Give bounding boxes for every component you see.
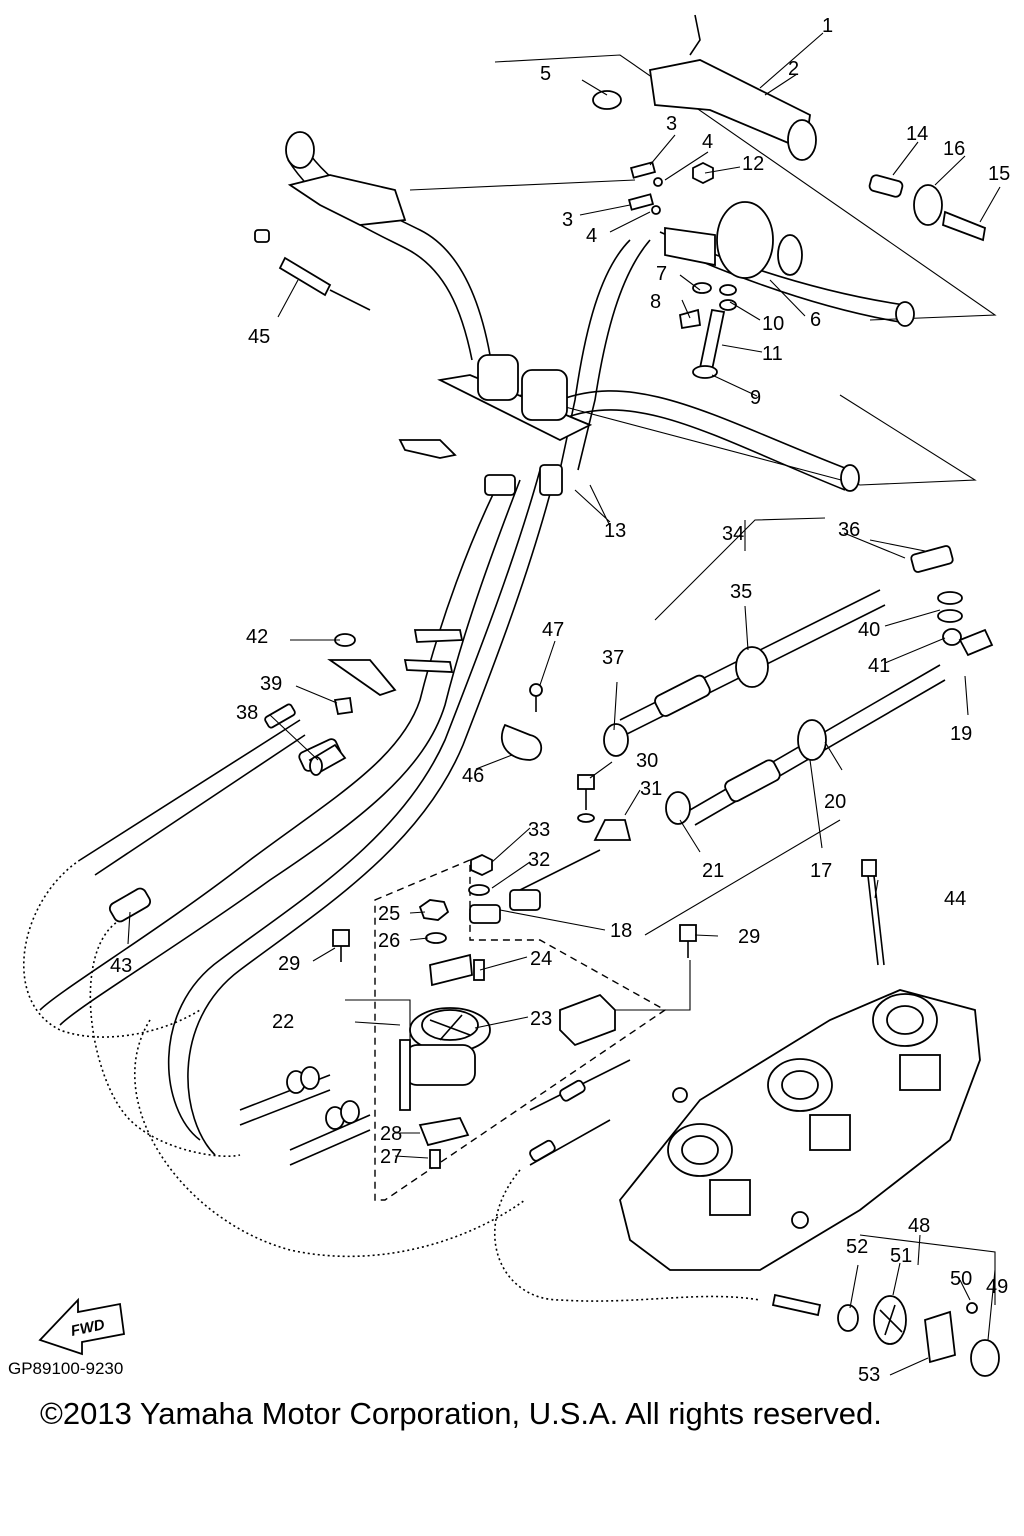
part-label-30: 30 xyxy=(636,750,658,772)
part-label-50: 50 xyxy=(950,1268,972,1290)
part-label-18: 18 xyxy=(610,920,632,942)
part-label-2: 2 xyxy=(788,58,799,80)
part-label-3b: 3 xyxy=(562,209,573,231)
part-label-32: 32 xyxy=(528,849,550,871)
part-label-48: 48 xyxy=(908,1215,930,1237)
part-label-11: 11 xyxy=(762,343,783,365)
part-label-41: 41 xyxy=(868,655,890,677)
part-label-29b: 29 xyxy=(738,926,760,948)
part-label-33: 33 xyxy=(528,819,550,841)
part-label-1: 1 xyxy=(822,15,833,37)
part-label-36: 36 xyxy=(838,519,860,541)
part-label-19: 19 xyxy=(950,723,972,745)
part-label-13: 13 xyxy=(604,520,626,542)
part-label-29: 29 xyxy=(278,953,300,975)
part-label-15: 15 xyxy=(988,163,1010,185)
part-label-17: 17 xyxy=(810,860,832,882)
part-label-38: 38 xyxy=(236,702,258,724)
adjuster-cables xyxy=(308,517,994,966)
part-label-22: 22 xyxy=(272,1011,294,1033)
part-label-39: 39 xyxy=(260,673,282,695)
part-label-8: 8 xyxy=(650,291,661,313)
part-label-52: 52 xyxy=(846,1236,868,1258)
part-label-9: 9 xyxy=(750,387,761,409)
part-label-40: 40 xyxy=(858,619,880,641)
part-label-44: 44 xyxy=(944,888,966,910)
part-label-31: 31 xyxy=(640,778,662,800)
part-label-43: 43 xyxy=(110,955,132,977)
part-label-14: 14 xyxy=(906,123,928,145)
part-label-27: 27 xyxy=(380,1146,402,1168)
part-label-21: 21 xyxy=(702,860,724,882)
copyright-notice: ©2013 Yamaha Motor Corporation, U.S.A. A… xyxy=(40,1396,882,1431)
part-label-23: 23 xyxy=(530,1008,552,1030)
throttle-linkage xyxy=(239,854,697,1201)
part-label-4: 4 xyxy=(702,131,713,153)
carburetor-assembly xyxy=(619,989,1000,1377)
part-label-26: 26 xyxy=(378,930,400,952)
part-label-35: 35 xyxy=(730,581,752,603)
part-label-25: 25 xyxy=(378,903,400,925)
part-label-53: 53 xyxy=(858,1364,880,1386)
part-label-51: 51 xyxy=(890,1245,912,1267)
part-label-5: 5 xyxy=(540,63,551,85)
part-label-46: 46 xyxy=(462,765,484,787)
handlebar-assembly xyxy=(254,14,997,492)
part-label-37: 37 xyxy=(602,647,624,669)
part-label-6: 6 xyxy=(810,309,821,331)
part-labels: 1 2 3 4 5 12 14 16 15 3 4 7 8 10 6 11 9 … xyxy=(110,15,1010,1386)
part-label-12: 12 xyxy=(742,153,764,175)
callout-leaders xyxy=(127,32,1001,1376)
part-label-28: 28 xyxy=(380,1123,402,1145)
part-label-42: 42 xyxy=(246,626,268,648)
part-label-3: 3 xyxy=(666,113,677,135)
part-label-10: 10 xyxy=(762,313,784,335)
part-label-49: 49 xyxy=(986,1276,1008,1298)
part-label-34: 34 xyxy=(722,523,744,545)
part-label-24: 24 xyxy=(530,948,552,970)
part-label-16: 16 xyxy=(943,138,965,160)
part-label-4b: 4 xyxy=(586,225,597,247)
part-label-45: 45 xyxy=(248,326,270,348)
drawing-code: GP89100-9230 xyxy=(8,1359,123,1378)
part-label-20: 20 xyxy=(824,791,846,813)
part-label-7: 7 xyxy=(656,263,667,285)
part-label-47: 47 xyxy=(542,619,564,641)
fwd-direction-arrow: FWD xyxy=(38,1297,126,1356)
fwd-label: FWD xyxy=(69,1316,106,1340)
